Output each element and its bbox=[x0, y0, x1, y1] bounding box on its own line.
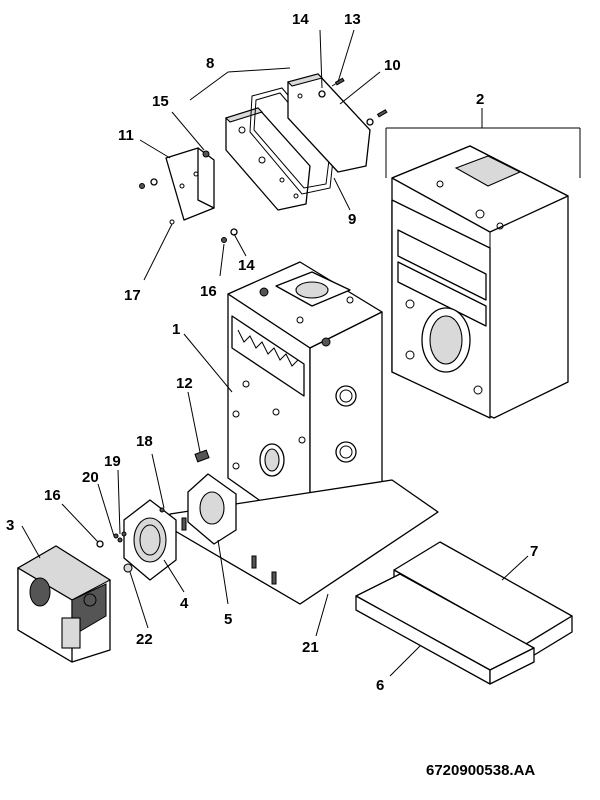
cover-gasket bbox=[249, 87, 335, 195]
top-cover-plate bbox=[286, 73, 371, 173]
callout-2: 2 bbox=[476, 91, 484, 108]
callout-10: 10 bbox=[384, 57, 401, 74]
callout-22: 22 bbox=[136, 631, 153, 648]
callout-3: 3 bbox=[6, 517, 14, 534]
burner-flange bbox=[123, 499, 177, 581]
callout-17: 17 bbox=[124, 287, 141, 304]
burner-hardware bbox=[96, 507, 165, 573]
hardware bbox=[139, 77, 388, 243]
callout-20: 20 bbox=[82, 469, 99, 486]
callout-6: 6 bbox=[376, 677, 384, 694]
rear-jacket-panel bbox=[391, 145, 569, 419]
burner-unit bbox=[16, 545, 112, 663]
callout-8: 8 bbox=[206, 55, 214, 72]
callout-11: 11 bbox=[118, 127, 134, 144]
callout-12: 12 bbox=[176, 375, 193, 392]
document-number: 6720900538.AA bbox=[426, 762, 536, 779]
front-cover-plate bbox=[224, 107, 311, 211]
callout-4: 4 bbox=[180, 595, 189, 612]
boiler-block bbox=[227, 261, 383, 537]
callout-16-lower: 16 bbox=[44, 487, 61, 504]
callout-18: 18 bbox=[136, 433, 153, 450]
callout-numbers: 14 13 8 10 2 15 11 9 14 16 17 1 12 18 19… bbox=[6, 11, 538, 694]
fitting bbox=[194, 449, 210, 463]
callout-19: 19 bbox=[104, 453, 121, 470]
callout-1: 1 bbox=[172, 321, 180, 338]
callout-5: 5 bbox=[224, 611, 232, 628]
callout-14-lower: 14 bbox=[238, 257, 255, 274]
leader-lines bbox=[21, 29, 581, 677]
callout-14-top: 14 bbox=[292, 11, 309, 28]
burner-flange-gasket bbox=[187, 473, 237, 545]
callout-21: 21 bbox=[302, 639, 319, 656]
mounting-bracket bbox=[165, 147, 215, 221]
callout-15: 15 bbox=[152, 93, 169, 110]
callout-7: 7 bbox=[530, 543, 538, 560]
callout-16-upper: 16 bbox=[200, 283, 217, 300]
insulation-pad-lower bbox=[355, 573, 535, 685]
callout-13: 13 bbox=[344, 11, 361, 28]
callout-9: 9 bbox=[348, 211, 356, 228]
